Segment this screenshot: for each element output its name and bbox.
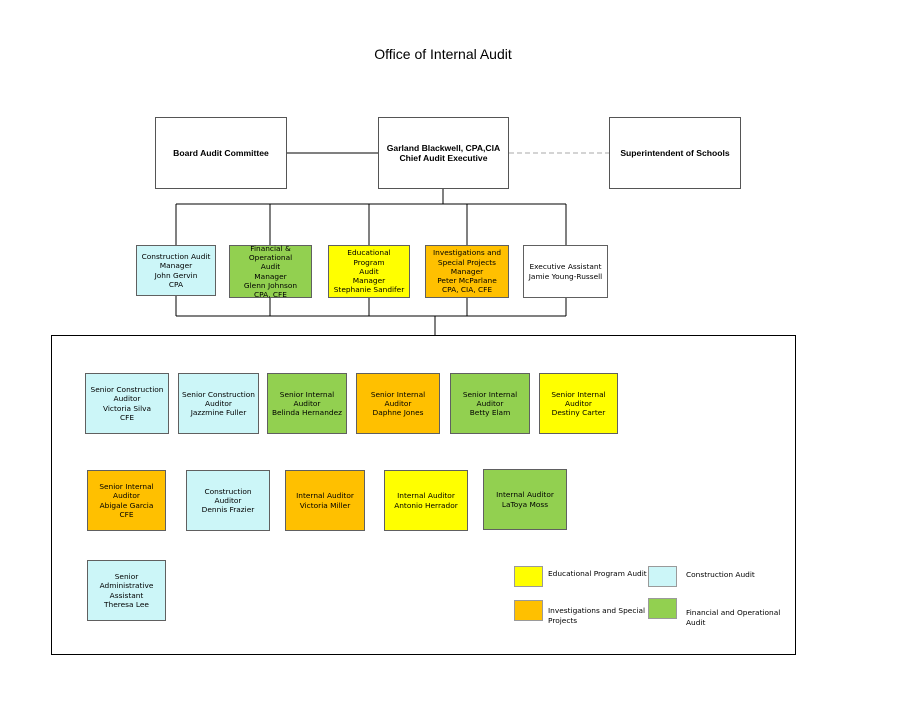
chief-audit-executive-box: Garland Blackwell, CPA,CIA Chief Audit E… [378, 117, 509, 189]
legend-label-construction: Construction Audit [686, 570, 755, 579]
legend-swatch-educational [514, 566, 543, 587]
board-audit-committee-box: Board Audit Committee [155, 117, 287, 189]
legend-swatch-financial [648, 598, 677, 619]
manager-box-construction: Construction Audit Manager John Gervin C… [136, 245, 216, 296]
staff-box: Internal Auditor Victoria Miller [285, 470, 365, 531]
manager-box-educational: Educational Program Audit Manager Stepha… [328, 245, 410, 298]
legend-label-financial: Financial and Operational Audit [686, 608, 781, 627]
staff-container [51, 335, 796, 655]
staff-box: Internal Auditor LaToya Moss [483, 469, 567, 530]
staff-box: Senior Internal Auditor Abigale Garcia C… [87, 470, 166, 531]
staff-box: Senior Internal Auditor Belinda Hernande… [267, 373, 347, 434]
legend-swatch-construction [648, 566, 677, 587]
superintendent-box: Superintendent of Schools [609, 117, 741, 189]
staff-box: Senior Construction Auditor Victoria Sil… [85, 373, 169, 434]
legend-swatch-investigations [514, 600, 543, 621]
legend-label-investigations: Investigations and Special Projects [548, 606, 646, 625]
manager-box-investigations: Investigations and Special Projects Mana… [425, 245, 509, 298]
staff-box: Senior Administrative Assistant Theresa … [87, 560, 166, 621]
staff-box: Internal Auditor Antonio Herrador [384, 470, 468, 531]
staff-box: Construction Auditor Dennis Frazier [186, 470, 270, 531]
manager-box-financial: Financial & Operational Audit Manager Gl… [229, 244, 312, 299]
legend-label-educational: Educational Program Audit [548, 569, 647, 578]
chart-title: Office of Internal Audit [374, 46, 512, 62]
staff-box: Senior Internal Auditor Daphne Jones [356, 373, 440, 434]
staff-box: Senior Internal Auditor Betty Elam [450, 373, 530, 434]
staff-box: Senior Internal Auditor Destiny Carter [539, 373, 618, 434]
executive-assistant-box: Executive Assistant Jamie Young-Russell [523, 245, 608, 298]
staff-box: Senior Construction Auditor Jazzmine Ful… [178, 373, 259, 434]
